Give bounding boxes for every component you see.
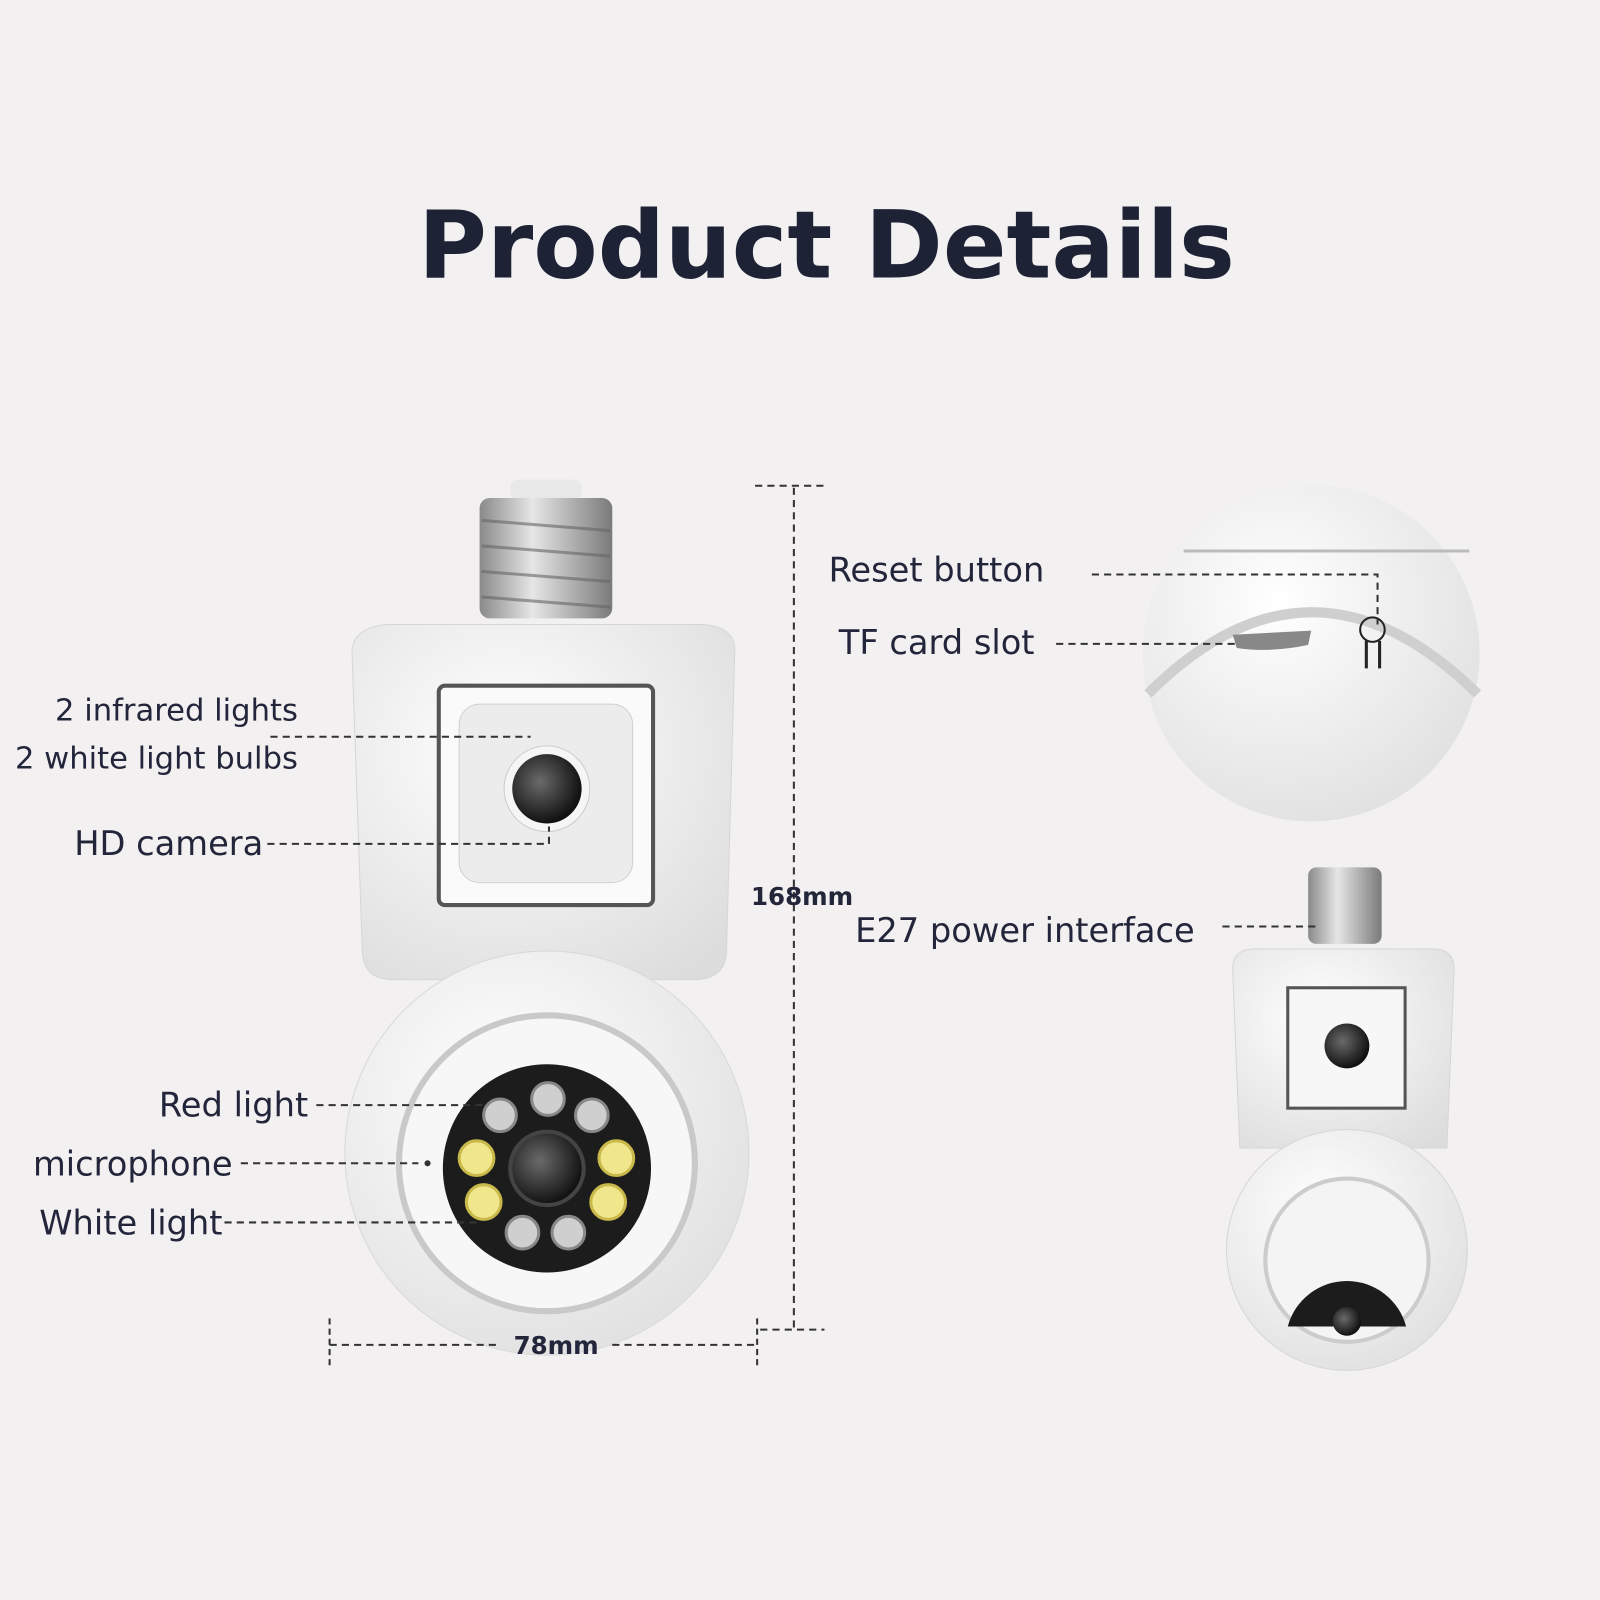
label-infrared-lights: 2 infrared lights <box>55 693 298 728</box>
leader-lines <box>224 484 1379 1366</box>
dimension-width: 78mm <box>514 1331 599 1360</box>
label-hd-camera: HD camera <box>74 824 263 863</box>
label-e27-power-interface: E27 power interface <box>855 911 1195 950</box>
label-white-light-bulbs: 2 white light bulbs <box>15 741 298 776</box>
label-white-light: White light <box>39 1204 222 1243</box>
page-title: Product Details <box>418 192 1235 301</box>
side-view-camera-illustration <box>1226 867 1468 1371</box>
label-red-light: Red light <box>159 1085 308 1124</box>
label-tf-card-slot: TF card slot <box>838 623 1035 662</box>
main-camera-illustration <box>344 479 750 1356</box>
reset-tf-detail-illustration <box>1142 484 1482 822</box>
label-reset-button: Reset button <box>829 551 1045 590</box>
dimension-height: 168mm <box>751 882 853 911</box>
label-microphone: microphone <box>33 1145 233 1184</box>
